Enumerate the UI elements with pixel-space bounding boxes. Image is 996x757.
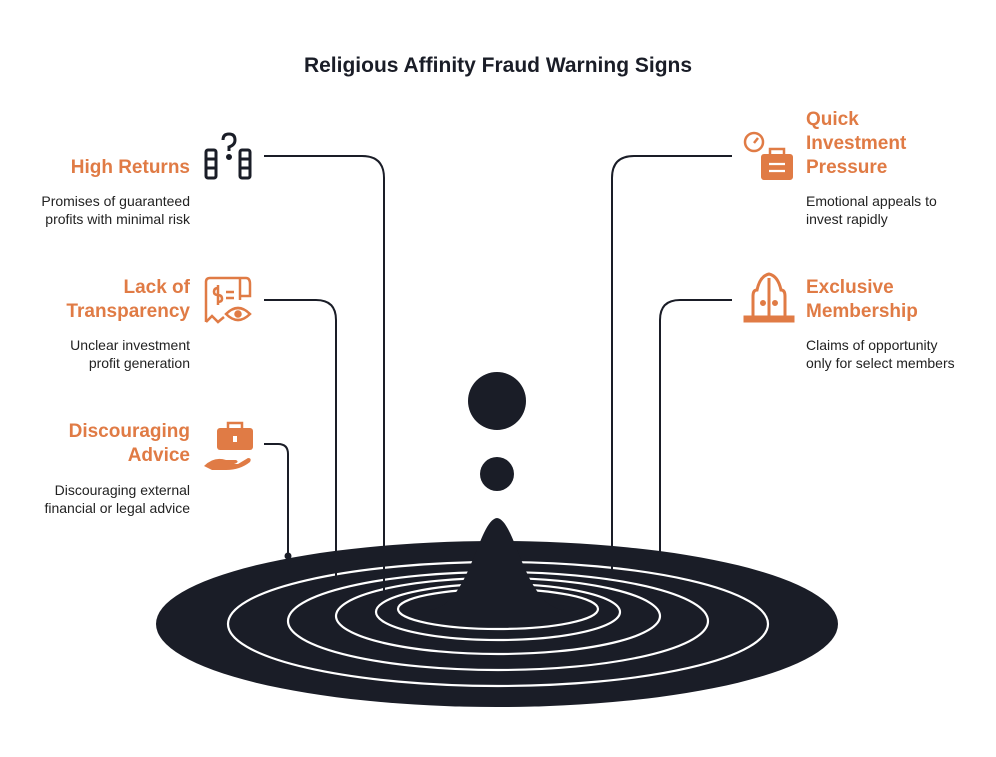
diagram-title: Religious Affinity Fraud Warning Signs (303, 54, 693, 77)
title-line: Advice (127, 445, 190, 466)
connector-high-returns (264, 155, 385, 596)
title-line: Investment (806, 133, 907, 154)
receipt-eye-icon (204, 276, 252, 324)
item-desc-advice: Discouraging external financial or legal … (0, 481, 190, 517)
ripple-base (156, 541, 838, 707)
connector-pressure (611, 155, 732, 578)
desc-line: profits with minimal risk (45, 211, 190, 227)
desc-line: Unclear investment (70, 337, 190, 353)
drop-small (480, 457, 514, 491)
buildings-question-icon (204, 132, 252, 180)
item-desc-high-returns: Promises of guaranteed profits with minim… (0, 192, 190, 228)
title-line: Pressure (806, 157, 888, 178)
desc-line: Emotional appeals to (806, 193, 937, 209)
drop-large (468, 372, 526, 430)
item-desc-membership: Claims of opportunity only for select mem… (806, 336, 996, 372)
desc-line: invest rapidly (806, 211, 888, 227)
connector-membership (659, 299, 732, 562)
desc-line: profit generation (88, 355, 190, 371)
title-line: Membership (806, 301, 918, 322)
title-line: Discouraging (68, 421, 190, 442)
title-line: Lack of (123, 277, 190, 298)
desc-line: Claims of opportunity (806, 337, 938, 353)
item-desc-pressure: Emotional appeals to invest rapidly (806, 192, 996, 228)
desc-line: financial or legal advice (44, 500, 190, 516)
title-line: Quick (806, 109, 859, 130)
desc-line: only for select members (806, 355, 955, 371)
connector-advice (264, 443, 289, 556)
title-line: Transparency (66, 301, 190, 322)
item-title-high-returns: High Returns (70, 157, 190, 178)
water-peak (430, 518, 564, 610)
desc-line: Promises of guaranteed (41, 193, 190, 209)
item-desc-transparency: Unclear investment profit generation (0, 336, 190, 372)
hand-briefcase-icon (204, 421, 253, 470)
title-line: Exclusive (806, 277, 894, 298)
clock-briefcase-icon (743, 131, 793, 180)
item-title-transparency: Lack of Transparency (0, 276, 190, 324)
desc-line: Discouraging external (54, 482, 190, 498)
connector-dot (284, 552, 292, 560)
temple-icon (743, 272, 795, 323)
connector-transparency (264, 299, 337, 578)
